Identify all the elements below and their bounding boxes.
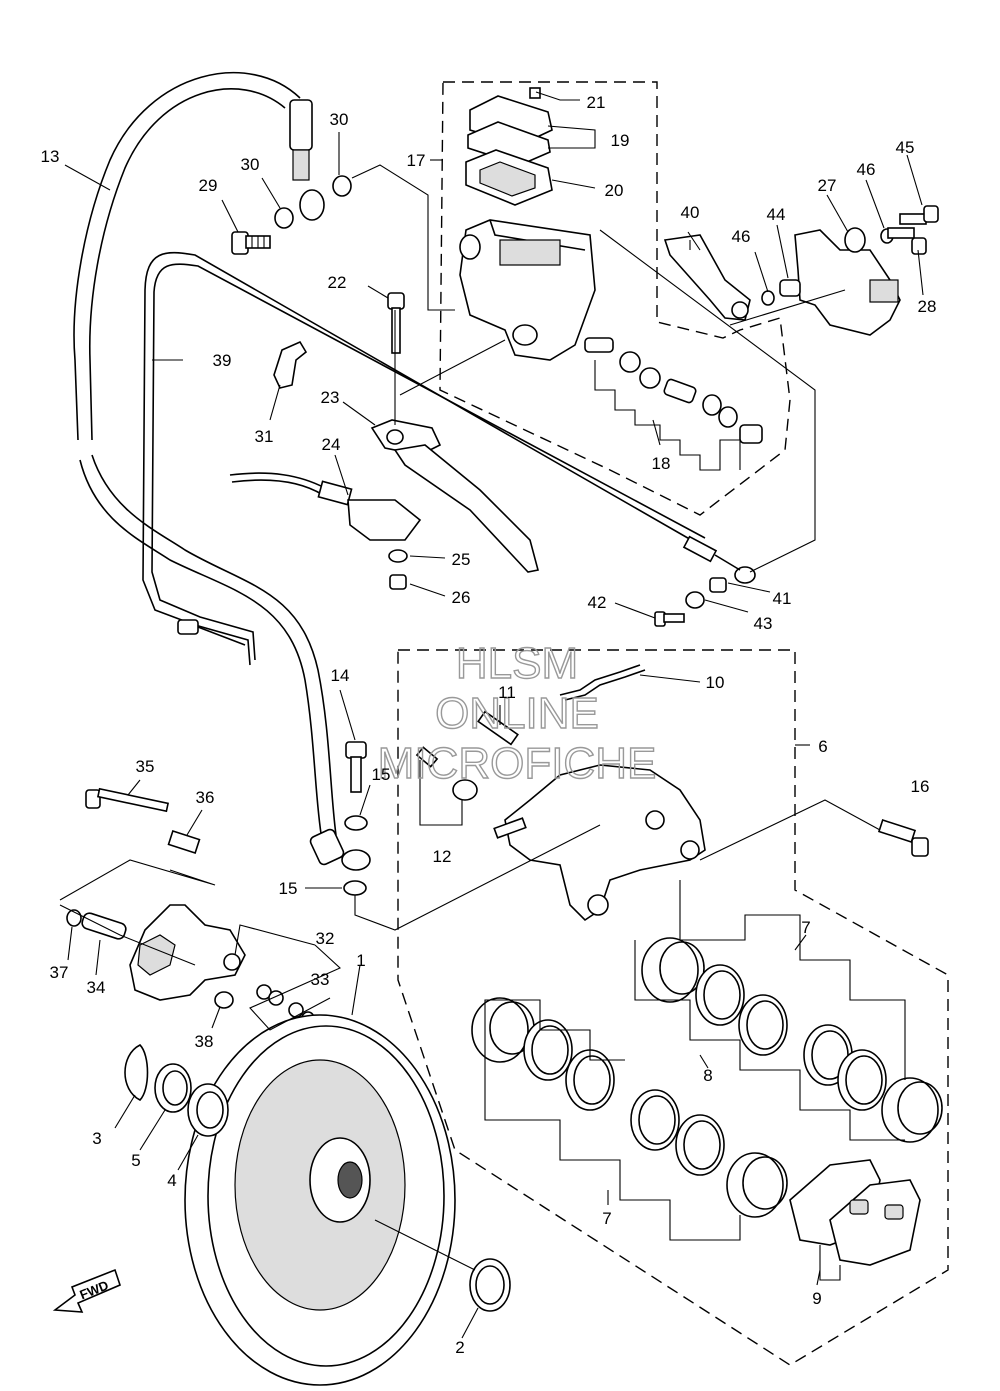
- master-cylinder-17: [459, 219, 596, 361]
- pedal-bracket-27: [794, 227, 901, 336]
- callout-12: 12: [433, 847, 452, 866]
- bolt-42-washer-43-collar-41: [654, 577, 727, 627]
- callout-28: 28: [918, 297, 937, 316]
- callout-21: 21: [587, 93, 606, 112]
- callout-30-right: 30: [330, 110, 349, 129]
- caliper-6: [493, 764, 706, 922]
- callout-46-right: 46: [857, 160, 876, 179]
- collar-2: [469, 1258, 511, 1312]
- circlip-3-shim-5-seal-4: [124, 1044, 229, 1137]
- callout-7-upper: 7: [801, 918, 810, 937]
- piston-kit-18: [584, 337, 763, 444]
- callout-36: 36: [196, 788, 215, 807]
- callout-20: 20: [605, 181, 624, 200]
- reservoir-cap-19-20-21: [465, 87, 553, 206]
- callout-numbers: 1 2 3 4 5 6 7 7 8 9 10 11 12 13 14 15 15…: [41, 93, 937, 1357]
- callout-23: 23: [321, 388, 340, 407]
- brake-hose-13: [73, 71, 371, 871]
- brake-pads-9: [789, 1159, 921, 1281]
- brake-disc-1: [184, 1014, 456, 1386]
- watermark: HLSM ONLINE MICROFICHE: [377, 638, 657, 788]
- callout-35: 35: [136, 757, 155, 776]
- callout-11: 11: [498, 683, 516, 702]
- bolt-14-washers-15: [343, 741, 368, 896]
- leader-lines: [59, 91, 924, 1339]
- callout-9: 9: [812, 1289, 821, 1308]
- callout-31: 31: [255, 427, 274, 446]
- fwd-label: FWD: [78, 1277, 111, 1302]
- callout-17: 17: [407, 151, 426, 170]
- callout-45: 45: [896, 138, 915, 157]
- callout-29: 29: [199, 176, 218, 195]
- bleeder-11-12: [415, 710, 519, 801]
- callout-15-lower: 15: [279, 879, 298, 898]
- callout-13: 13: [41, 147, 60, 166]
- watermark-line-3: MICROFICHE: [378, 739, 657, 788]
- callout-4: 4: [167, 1171, 176, 1190]
- cable-holder-31: [273, 340, 308, 389]
- callout-14: 14: [331, 666, 350, 685]
- bolt-35-spring-36: [85, 787, 201, 854]
- callout-42: 42: [588, 593, 607, 612]
- callout-8: 8: [703, 1066, 712, 1085]
- lever-holder-23: [370, 419, 539, 573]
- piston-right-2: [881, 1077, 943, 1143]
- pad-pin-10: [559, 664, 646, 701]
- callout-44: 44: [767, 205, 786, 224]
- callout-15-upper: 15: [372, 765, 391, 784]
- watermark-line-2: ONLINE: [435, 689, 599, 738]
- callout-3: 3: [92, 1129, 101, 1148]
- callout-32: 32: [316, 929, 335, 948]
- parking-lever-24: [229, 472, 422, 541]
- callout-34: 34: [87, 978, 106, 997]
- callout-41: 41: [773, 589, 792, 608]
- callout-43: 43: [754, 614, 773, 633]
- parking-caliper: [129, 904, 246, 1001]
- callout-27: 27: [818, 176, 837, 195]
- piston-left-2: [726, 1152, 788, 1218]
- brake-cable-39: [142, 251, 756, 666]
- callout-5: 5: [131, 1151, 140, 1170]
- callout-30-left: 30: [241, 155, 260, 174]
- pistons-7: [471, 937, 943, 1218]
- callout-33: 33: [311, 970, 330, 989]
- group-outlines: [397, 81, 949, 1366]
- piston-right-1: [641, 937, 705, 1003]
- callout-2: 2: [455, 1338, 464, 1357]
- callout-40: 40: [681, 203, 700, 222]
- copper-washer-30: [274, 175, 352, 229]
- callout-38: 38: [195, 1032, 214, 1051]
- pistons-seals-leaders: [484, 880, 906, 1241]
- union-bolt-29: [231, 231, 271, 255]
- seals-8: [523, 964, 887, 1176]
- callout-18: 18: [652, 454, 671, 473]
- callout-22: 22: [328, 273, 347, 292]
- callout-24: 24: [322, 435, 341, 454]
- callout-6: 6: [818, 737, 827, 756]
- callout-25: 25: [452, 550, 471, 569]
- callout-19: 19: [611, 131, 630, 150]
- callout-16: 16: [911, 777, 930, 796]
- watermark-line-1: HLSM: [456, 639, 578, 688]
- callout-1: 1: [356, 951, 365, 970]
- callout-7-lower: 7: [602, 1209, 611, 1228]
- collar-44-washers-46-bolts-45-28: [761, 205, 939, 306]
- washer-25-nut-26: [388, 549, 408, 590]
- bolt-22: [387, 292, 405, 354]
- brake-pedal-40: [663, 234, 751, 321]
- callout-46-left: 46: [732, 227, 751, 246]
- callout-26: 26: [452, 588, 471, 607]
- fwd-arrow-icon: FWD: [52, 1268, 121, 1313]
- callout-39: 39: [213, 351, 232, 370]
- callout-37: 37: [50, 963, 69, 982]
- bolt-16: [877, 819, 929, 857]
- callout-10: 10: [706, 673, 725, 692]
